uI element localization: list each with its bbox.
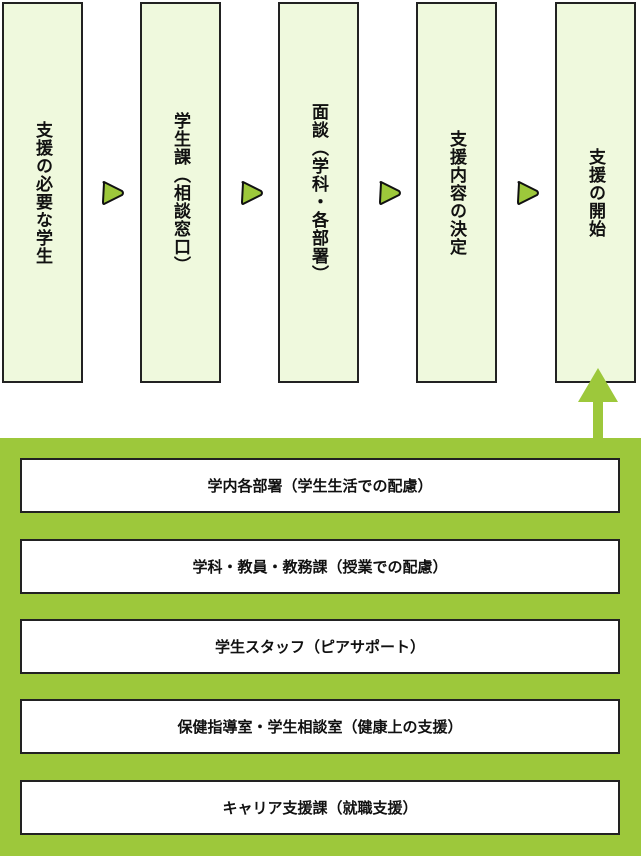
step-box-3: 面談（学科・各部署） <box>278 2 359 383</box>
step-box-5: 支援の開始 <box>555 2 636 383</box>
step-label: 学生課（相談窓口） <box>170 111 190 274</box>
step-box-1: 支援の必要な学生 <box>2 2 83 383</box>
step-label: 支援内容の決定 <box>446 129 466 256</box>
support-item: 学内各部署（学生生活での配慮） <box>20 458 620 513</box>
step-label: 支援の必要な学生 <box>32 120 52 265</box>
arrow-right-icon <box>379 181 401 205</box>
arrow-right-icon <box>517 181 539 205</box>
step-box-4: 支援内容の決定 <box>416 2 497 383</box>
support-item: 学科・教員・教務課（授業での配慮） <box>20 539 620 594</box>
arrow-right-icon <box>102 181 124 205</box>
support-item: 保健指導室・学生相談室（健康上の支援） <box>20 699 620 754</box>
support-item: 学生スタッフ（ピアサポート） <box>20 619 620 674</box>
step-label: 支援の開始 <box>585 147 605 238</box>
arrow-right-icon <box>241 181 263 205</box>
support-panel: 学内各部署（学生生活での配慮） 学科・教員・教務課（授業での配慮） 学生スタッフ… <box>0 438 641 856</box>
support-item: キャリア支援課（就職支援） <box>20 780 620 835</box>
step-box-2: 学生課（相談窓口） <box>140 2 221 383</box>
arrow-up-icon <box>578 368 618 440</box>
step-label: 面談（学科・各部署） <box>308 102 328 283</box>
